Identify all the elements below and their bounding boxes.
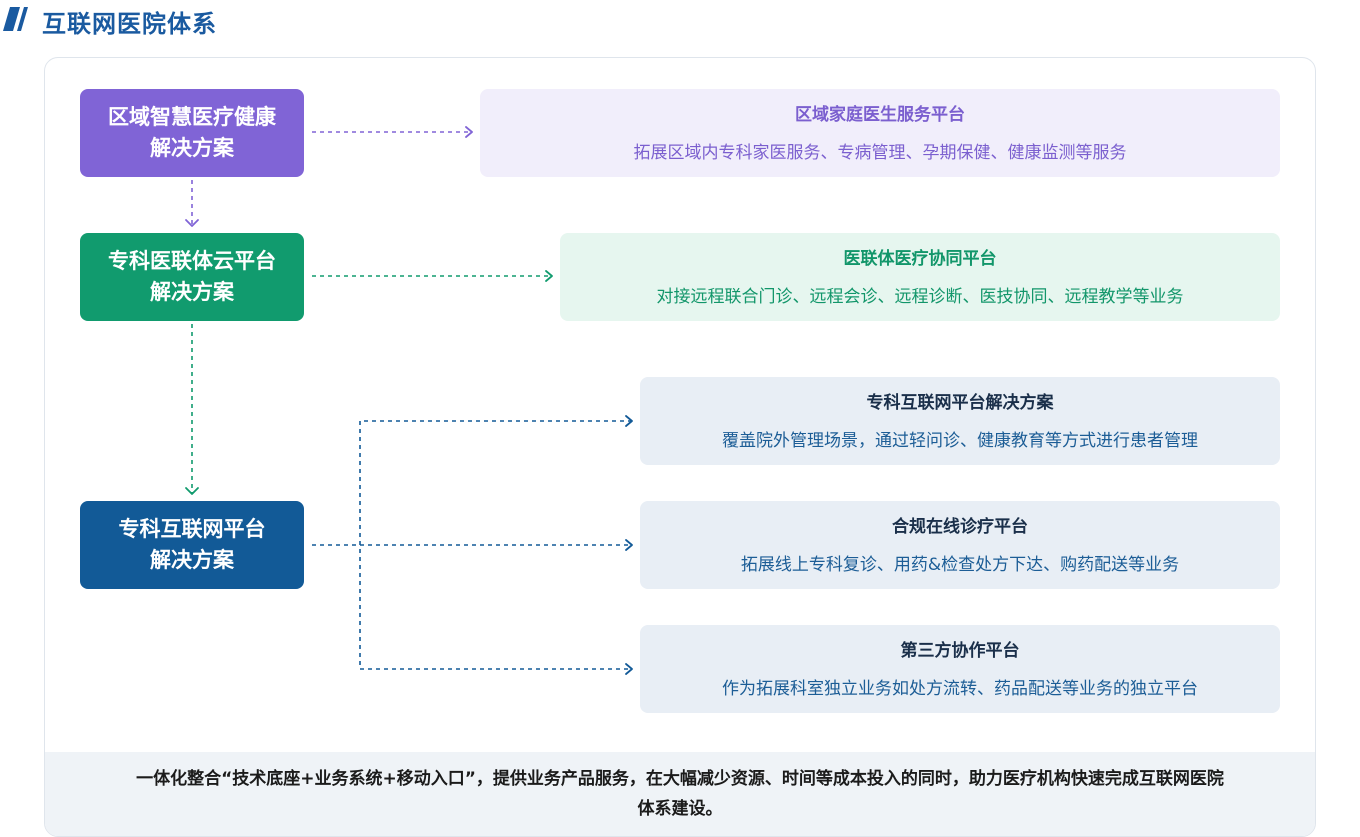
slanted-bars-logo-icon	[3, 7, 28, 31]
card-title: 合规在线诊疗平台	[892, 517, 1028, 537]
specialty-internet-platform-line2: 解决方案	[150, 548, 234, 572]
card-description: 对接远程联合门诊、远程会诊、远程诊断、医技协同、远程教学等业务	[656, 287, 1184, 307]
page-title: 互联网医院体系	[42, 10, 217, 38]
card-description: 拓展区域内专科家医服务、专病管理、孕期保健、健康监测等服务	[633, 143, 1127, 163]
specialty-internet-solution-card: 专科互联网平台解决方案 覆盖院外管理场景，通过轻问诊、健康教育等方式进行患者管理	[640, 377, 1280, 465]
regional-smart-health-line2: 解决方案	[150, 136, 234, 160]
card-title: 区域家庭医生服务平台	[795, 105, 965, 125]
summary-footer: 一体化整合“技术底座+业务系统+移动入口”，提供业务产品服务，在大幅减少资源、时…	[45, 752, 1315, 836]
specialty-alliance-cloud-box: 专科医联体云平台 解决方案	[80, 233, 304, 321]
alliance-collaboration-platform-card: 医联体医疗协同平台 对接远程联合门诊、远程会诊、远程诊断、医技协同、远程教学等业…	[560, 233, 1280, 321]
summary-text: 一体化整合“技术底座+业务系统+移动入口”，提供业务产品服务，在大幅减少资源、时…	[136, 769, 1224, 819]
card-description: 作为拓展科室独立业务如处方流转、药品配送等业务的独立平台	[722, 679, 1198, 699]
third-party-platform-card: 第三方协作平台 作为拓展科室独立业务如处方流转、药品配送等业务的独立平台	[640, 625, 1280, 713]
card-title: 医联体医疗协同平台	[843, 249, 997, 269]
card-description: 覆盖院外管理场景，通过轻问诊、健康教育等方式进行患者管理	[722, 431, 1198, 451]
online-diagnosis-platform-card: 合规在线诊疗平台 拓展线上专科复诊、用药&检查处方下达、购药配送等业务	[640, 501, 1280, 589]
regional-smart-health-box: 区域智慧医疗健康 解决方案	[80, 89, 304, 177]
specialty-internet-platform-line1: 专科互联网平台	[118, 517, 266, 541]
card-title: 专科互联网平台解决方案	[866, 393, 1054, 413]
regional-smart-health-line1: 区域智慧医疗健康	[108, 105, 276, 129]
page-header: 互联网医院体系	[0, 0, 600, 40]
card-description: 拓展线上专科复诊、用药&检查处方下达、购药配送等业务	[740, 555, 1180, 575]
card-title: 第三方协作平台	[900, 641, 1020, 661]
specialty-alliance-cloud-line2: 解决方案	[150, 280, 234, 304]
specialty-internet-platform-box: 专科互联网平台 解决方案	[80, 501, 304, 589]
family-doctor-platform-card: 区域家庭医生服务平台 拓展区域内专科家医服务、专病管理、孕期保健、健康监测等服务	[480, 89, 1280, 177]
specialty-alliance-cloud-line1: 专科医联体云平台	[108, 249, 276, 273]
